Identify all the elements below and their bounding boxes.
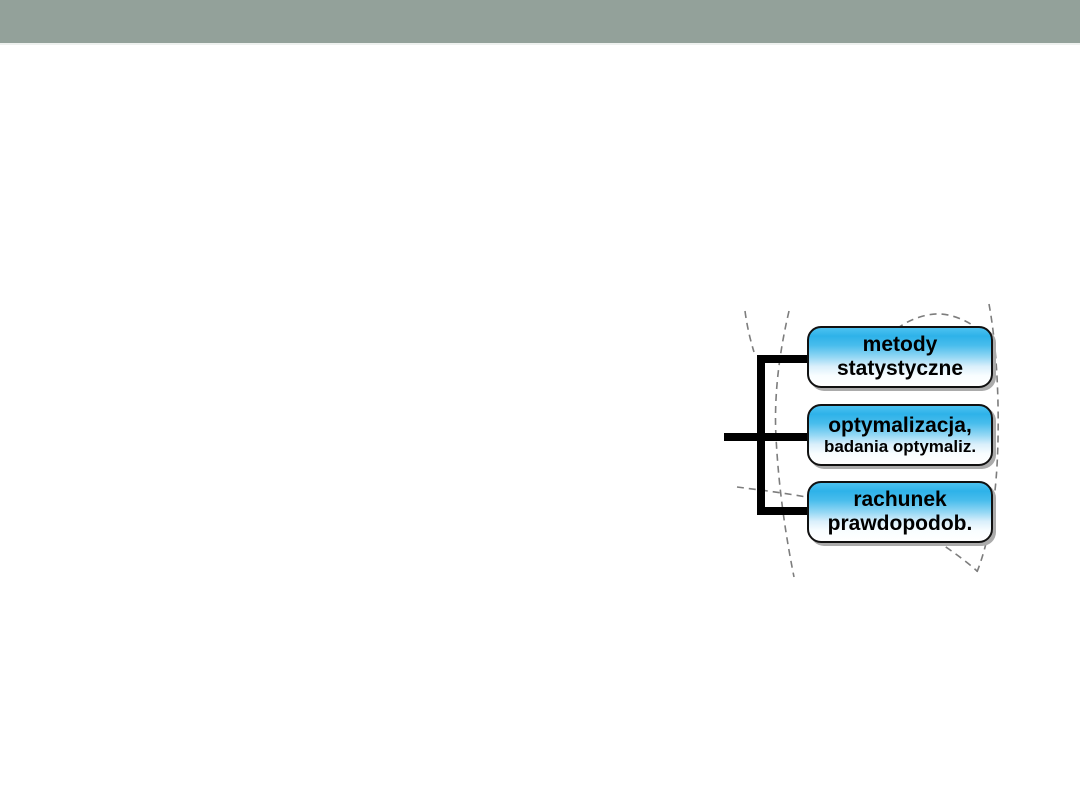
diagram-node-rachunek-prawdopodob[interactable]: rachunek prawdopodob.	[807, 481, 993, 543]
dashed-arc-horizontal-left	[736, 486, 807, 498]
dashed-arc-top	[896, 313, 980, 331]
diagram-node-optymalizacja[interactable]: optymalizacja, badania optymaliz.	[807, 404, 993, 466]
diagram-node-metody-statystyczne[interactable]: metody statystyczne	[807, 326, 993, 388]
node-label-line1: metody	[862, 333, 938, 357]
dashed-arc-left-meridian	[774, 310, 795, 578]
dashed-arc-bottom-right	[935, 539, 978, 572]
dashed-arc-top-left-segment	[744, 310, 755, 353]
node-label-line2: statystyczne	[836, 357, 964, 380]
node-label-line1: optymalizacja,	[828, 413, 972, 437]
node-label-line1: rachunek	[853, 488, 947, 512]
slide-header-bar	[0, 0, 1080, 45]
node-label-line2: prawdopodob.	[827, 512, 973, 535]
node-label-line2: badania optymaliz.	[823, 437, 977, 457]
